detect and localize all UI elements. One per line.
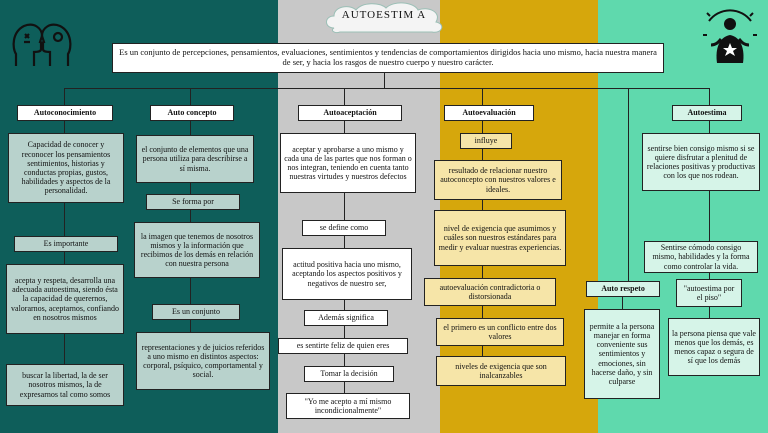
autoconocimiento-item1: acepta y respeta, desarrolla una adecuad… bbox=[6, 264, 124, 334]
connector bbox=[190, 210, 191, 222]
autoconcepto-item1: la imagen que tenemos de nosotros mismos… bbox=[134, 222, 260, 278]
connector bbox=[190, 88, 191, 105]
connector bbox=[622, 297, 623, 309]
autoconcepto-desc: el conjunto de elementos que una persona… bbox=[136, 135, 254, 183]
connector bbox=[190, 121, 191, 135]
autoevaluacion-item2: nivel de exigencia que asumimos y cuáles… bbox=[434, 210, 566, 266]
connector bbox=[190, 320, 191, 332]
connector bbox=[709, 121, 710, 133]
connector bbox=[482, 346, 483, 356]
autoaceptacion-label1: se define como bbox=[302, 220, 386, 236]
page-title: AUTOESTIM A bbox=[341, 9, 427, 21]
connector bbox=[64, 252, 65, 264]
connector bbox=[64, 121, 65, 133]
person-star-icon bbox=[703, 9, 757, 63]
connector bbox=[482, 200, 483, 210]
autoconcepto-label2: Es un conjunto bbox=[152, 304, 240, 320]
autoestima-desc3: la persona piensa que vale menos que los… bbox=[668, 318, 760, 376]
connector bbox=[64, 88, 65, 105]
connector bbox=[482, 306, 483, 318]
autoconcepto-label1: Se forma por bbox=[146, 194, 240, 210]
autorespeto-desc: permite a la persona manejar en forma co… bbox=[584, 309, 660, 399]
connector bbox=[709, 88, 710, 105]
autoaceptacion-header: Autoaceptación bbox=[298, 105, 402, 121]
connector bbox=[344, 354, 345, 366]
connector bbox=[64, 334, 65, 364]
autoaceptacion-item3: Tomar la decisión bbox=[304, 366, 394, 382]
connector bbox=[190, 278, 191, 304]
autoconocimiento-item2: buscar la libertad, la de ser nosotros m… bbox=[6, 364, 124, 406]
autoevaluacion-header: Autoevaluación bbox=[444, 105, 534, 121]
connector bbox=[482, 149, 483, 160]
autoestima-quote: "autoestima por el piso" bbox=[676, 279, 742, 307]
autoconocimiento-desc: Capacidad de conocer y reconocer los pen… bbox=[8, 133, 124, 203]
connector bbox=[64, 88, 709, 89]
connector bbox=[344, 300, 345, 310]
connector bbox=[344, 121, 345, 133]
autoaceptacion-item4: "Yo me acepto a mí mismo incondicionalme… bbox=[286, 393, 410, 419]
autoaceptacion-item2: es sentirte feliz de quien eres bbox=[278, 338, 408, 354]
autoevaluacion-item3: autoevaluación contradictoria o distorsi… bbox=[424, 278, 556, 306]
connector bbox=[64, 203, 65, 236]
connector bbox=[344, 326, 345, 338]
autoevaluacion-item1: resultado de relacionar nuestro autoconc… bbox=[434, 160, 562, 200]
autoconocimiento-header: Autoconocimiento bbox=[17, 105, 113, 121]
connector bbox=[709, 307, 710, 318]
autoconocimiento-label: Es importante bbox=[14, 236, 118, 252]
autoevaluacion-label: influye bbox=[460, 133, 512, 149]
autoestima-header: Autoestima bbox=[672, 105, 742, 121]
definition-box: Es un conjunto de percepciones, pensamie… bbox=[112, 43, 664, 73]
connector bbox=[344, 382, 345, 393]
connector bbox=[482, 266, 483, 278]
connector bbox=[344, 88, 345, 105]
autoconcepto-item2: representaciones y de juicios referidos … bbox=[136, 332, 270, 390]
autoaceptacion-item1: actitud positiva hacia uno mismo, acepta… bbox=[282, 248, 412, 300]
autoevaluacion-item5: niveles de exigencia que son inalcanzabl… bbox=[436, 356, 566, 386]
cloud-banner bbox=[326, 2, 443, 33]
autoconcepto-header: Auto concepto bbox=[150, 105, 234, 121]
connector bbox=[709, 191, 710, 241]
connector bbox=[344, 236, 345, 248]
autoestima-desc1: sentirse bien consigo mismo si se quiere… bbox=[642, 133, 760, 191]
connector bbox=[344, 193, 345, 220]
autoevaluacion-item4: el primero es un conflicto entre dos val… bbox=[436, 318, 564, 346]
autorespeto-header: Auto respeto bbox=[586, 281, 660, 297]
connector bbox=[628, 88, 629, 281]
connector bbox=[384, 73, 385, 88]
connector bbox=[709, 273, 710, 279]
connector bbox=[482, 88, 483, 105]
autoaceptacion-label2: Además significa bbox=[304, 310, 388, 326]
connector bbox=[190, 183, 191, 194]
autoestima-desc2: Sentirse cómodo consigo mismo, habilidad… bbox=[644, 241, 758, 273]
connector bbox=[482, 121, 483, 133]
autoaceptacion-desc: aceptar y aprobarse a uno mismo y cada u… bbox=[280, 133, 416, 193]
heads-icon bbox=[12, 23, 72, 66]
